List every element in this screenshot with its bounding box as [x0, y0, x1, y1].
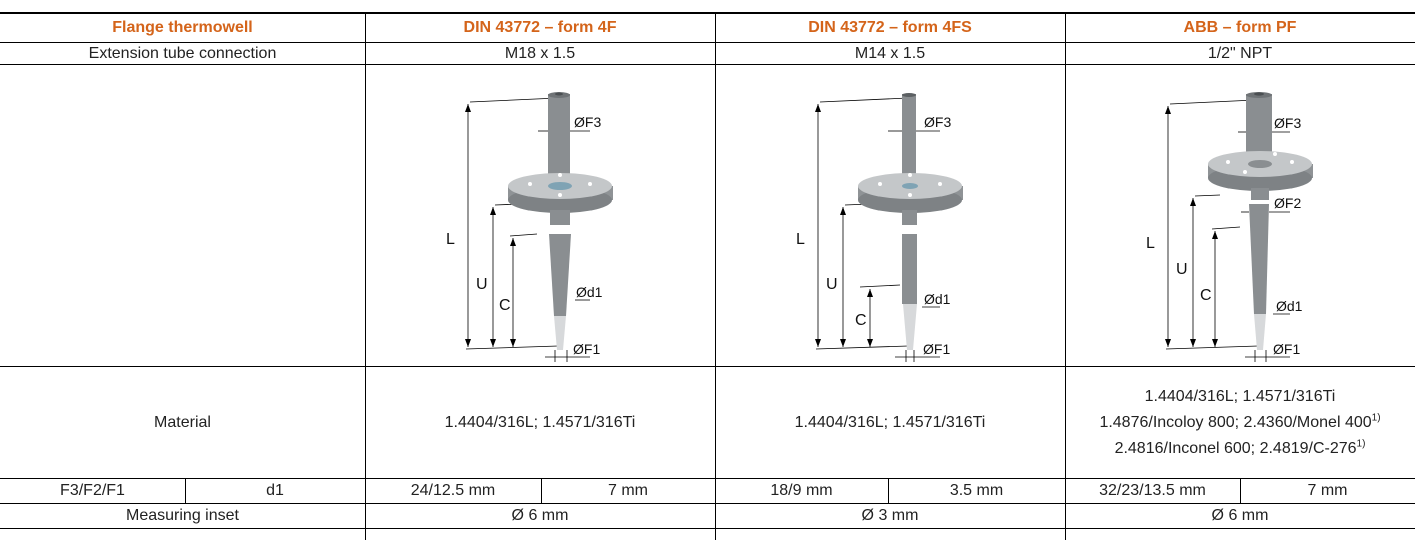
table-top-rule	[0, 12, 1415, 14]
row-rule	[0, 42, 1415, 43]
material-4f: 1.4404/316L; 1.4571/316Ti	[444, 413, 636, 431]
thermowell-drawing-4f: L U C ØF3 Ød1 ØF1	[446, 92, 613, 362]
label-L: L	[1146, 235, 1155, 252]
row-rule	[0, 64, 1415, 65]
thermowell-drawing-pf: L U C ØF3 ØF2 Ød1 ØF1	[1146, 92, 1313, 362]
label-C: C	[499, 297, 511, 314]
label-f1: ØF1	[923, 341, 950, 357]
label-U: U	[826, 276, 838, 293]
dims-label-f: F3/F2/F1	[60, 482, 125, 499]
label-f1: ØF1	[1273, 341, 1300, 357]
column-rule	[715, 12, 716, 540]
label-U: U	[476, 276, 488, 293]
inset-4f: Ø 6 mm	[511, 507, 569, 524]
label-d1: Ød1	[1276, 298, 1303, 314]
material-pf: 1.4404/316L; 1.4571/316Ti 1.4876/Incoloy…	[1065, 367, 1415, 478]
connection-label: Extension tube connection	[88, 44, 277, 62]
label-C: C	[855, 312, 867, 329]
label-d1: Ød1	[924, 291, 951, 307]
subcolumn-rule	[888, 478, 889, 503]
dims-4f-f: 24/12.5 mm	[410, 482, 496, 499]
label-L: L	[796, 231, 805, 248]
label-d1: Ød1	[576, 284, 603, 300]
label-L: L	[446, 231, 455, 248]
material-4fs: 1.4404/316L; 1.4571/316Ti	[794, 413, 986, 431]
header-flange-thermowell: Flange thermowell	[112, 19, 253, 36]
thermowell-table: Flange thermowell DIN 43772 – form 4F DI…	[0, 12, 1415, 540]
row-rule	[0, 478, 1415, 479]
material-pf-line1: 1.4404/316L; 1.4571/316Ti	[1144, 387, 1336, 405]
row-rule	[0, 528, 1415, 529]
connection-4f: M18 x 1.5	[504, 44, 576, 62]
subcolumn-rule	[1240, 478, 1241, 503]
header-din-4f: DIN 43772 – form 4F	[463, 19, 617, 36]
row-rule	[0, 366, 1415, 367]
column-rule	[1065, 12, 1066, 540]
dims-label-d1: d1	[266, 482, 284, 499]
subcolumn-rule	[541, 478, 542, 503]
dims-4f-d1: 7 mm	[608, 482, 648, 499]
label-C: C	[1200, 287, 1212, 304]
footnote-mark: 1)	[1371, 412, 1381, 424]
label-f2: ØF2	[1274, 195, 1301, 211]
header-abb-pf: ABB – form PF	[1183, 19, 1297, 36]
connection-4fs: M14 x 1.5	[854, 44, 926, 62]
dims-4fs-f: 18/9 mm	[770, 482, 833, 499]
dims-pf-f: 32/23/13.5 mm	[1099, 482, 1206, 499]
column-rule	[365, 12, 366, 540]
subcolumn-rule	[185, 478, 186, 503]
label-f1: ØF1	[573, 341, 600, 357]
material-pf-line3: 2.4816/Inconel 600; 2.4819/C-2761)	[1115, 436, 1366, 462]
material-pf-line2: 1.4876/Incoloy 800; 2.4360/Monel 4001)	[1099, 410, 1380, 436]
material-pf-line2-text: 1.4876/Incoloy 800; 2.4360/Monel 400	[1099, 413, 1372, 431]
footnote-mark: 1)	[1356, 438, 1366, 450]
label-f3: ØF3	[924, 114, 951, 130]
inset-pf: Ø 6 mm	[1211, 507, 1269, 524]
label-U: U	[1176, 261, 1188, 278]
thermowell-drawing-4fs: L U C ØF3 Ød1 ØF1	[796, 93, 963, 362]
material-pf-line3-text: 2.4816/Inconel 600; 2.4819/C-276	[1114, 439, 1357, 457]
label-f3: ØF3	[1274, 115, 1301, 131]
label-f3: ØF3	[574, 114, 601, 130]
row-rule	[0, 503, 1415, 504]
inset-4fs: Ø 3 mm	[861, 507, 919, 524]
connection-pf: 1/2" NPT	[1207, 44, 1273, 62]
header-din-4fs: DIN 43772 – form 4FS	[808, 19, 972, 36]
dims-pf-d1: 7 mm	[1307, 482, 1348, 499]
dims-4fs-d1: 3.5 mm	[949, 482, 1004, 499]
material-label: Material	[154, 413, 211, 431]
inset-label: Measuring inset	[126, 507, 239, 524]
